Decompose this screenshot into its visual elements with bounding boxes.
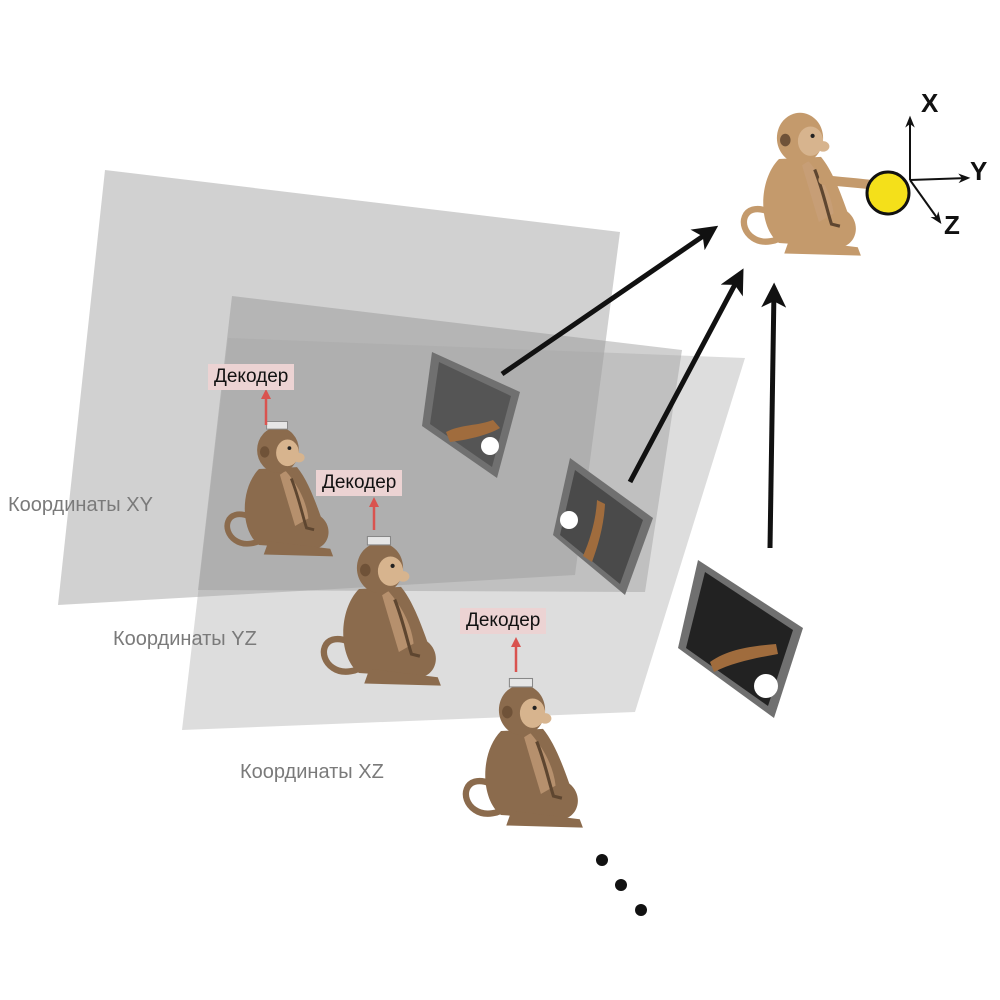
decoder-arrows <box>261 389 521 672</box>
plane-xy-label: Координаты XY <box>8 494 153 516</box>
coordinate-axes <box>905 115 971 224</box>
axis-z-label: Z <box>944 210 960 240</box>
monkey-1 <box>227 421 333 557</box>
reaching-monkey <box>744 113 891 256</box>
plane-xz <box>182 338 745 730</box>
screen-3 <box>678 560 803 718</box>
screen-1 <box>422 352 520 478</box>
arrows <box>500 225 787 549</box>
ellipsis-dots <box>596 854 647 916</box>
plane-xy <box>58 170 620 605</box>
decoder-label-3: Декодер <box>460 608 547 634</box>
arrow-3 <box>761 282 787 549</box>
axis-y-label: Y <box>970 156 988 186</box>
monkey-3 <box>466 677 583 828</box>
plane-xz-label: Координаты XZ <box>240 761 384 783</box>
monkey-2 <box>324 535 441 686</box>
plane-yz-label: Координаты YZ <box>113 628 257 650</box>
arrow-1 <box>500 225 719 377</box>
decoder-label-2: Декодер <box>316 470 403 496</box>
axis-x-label: X <box>921 88 939 118</box>
decoder-label-1: Декодер <box>208 364 295 390</box>
target-ball <box>865 170 911 216</box>
arrow-2 <box>627 268 744 484</box>
screen-2 <box>553 458 653 595</box>
